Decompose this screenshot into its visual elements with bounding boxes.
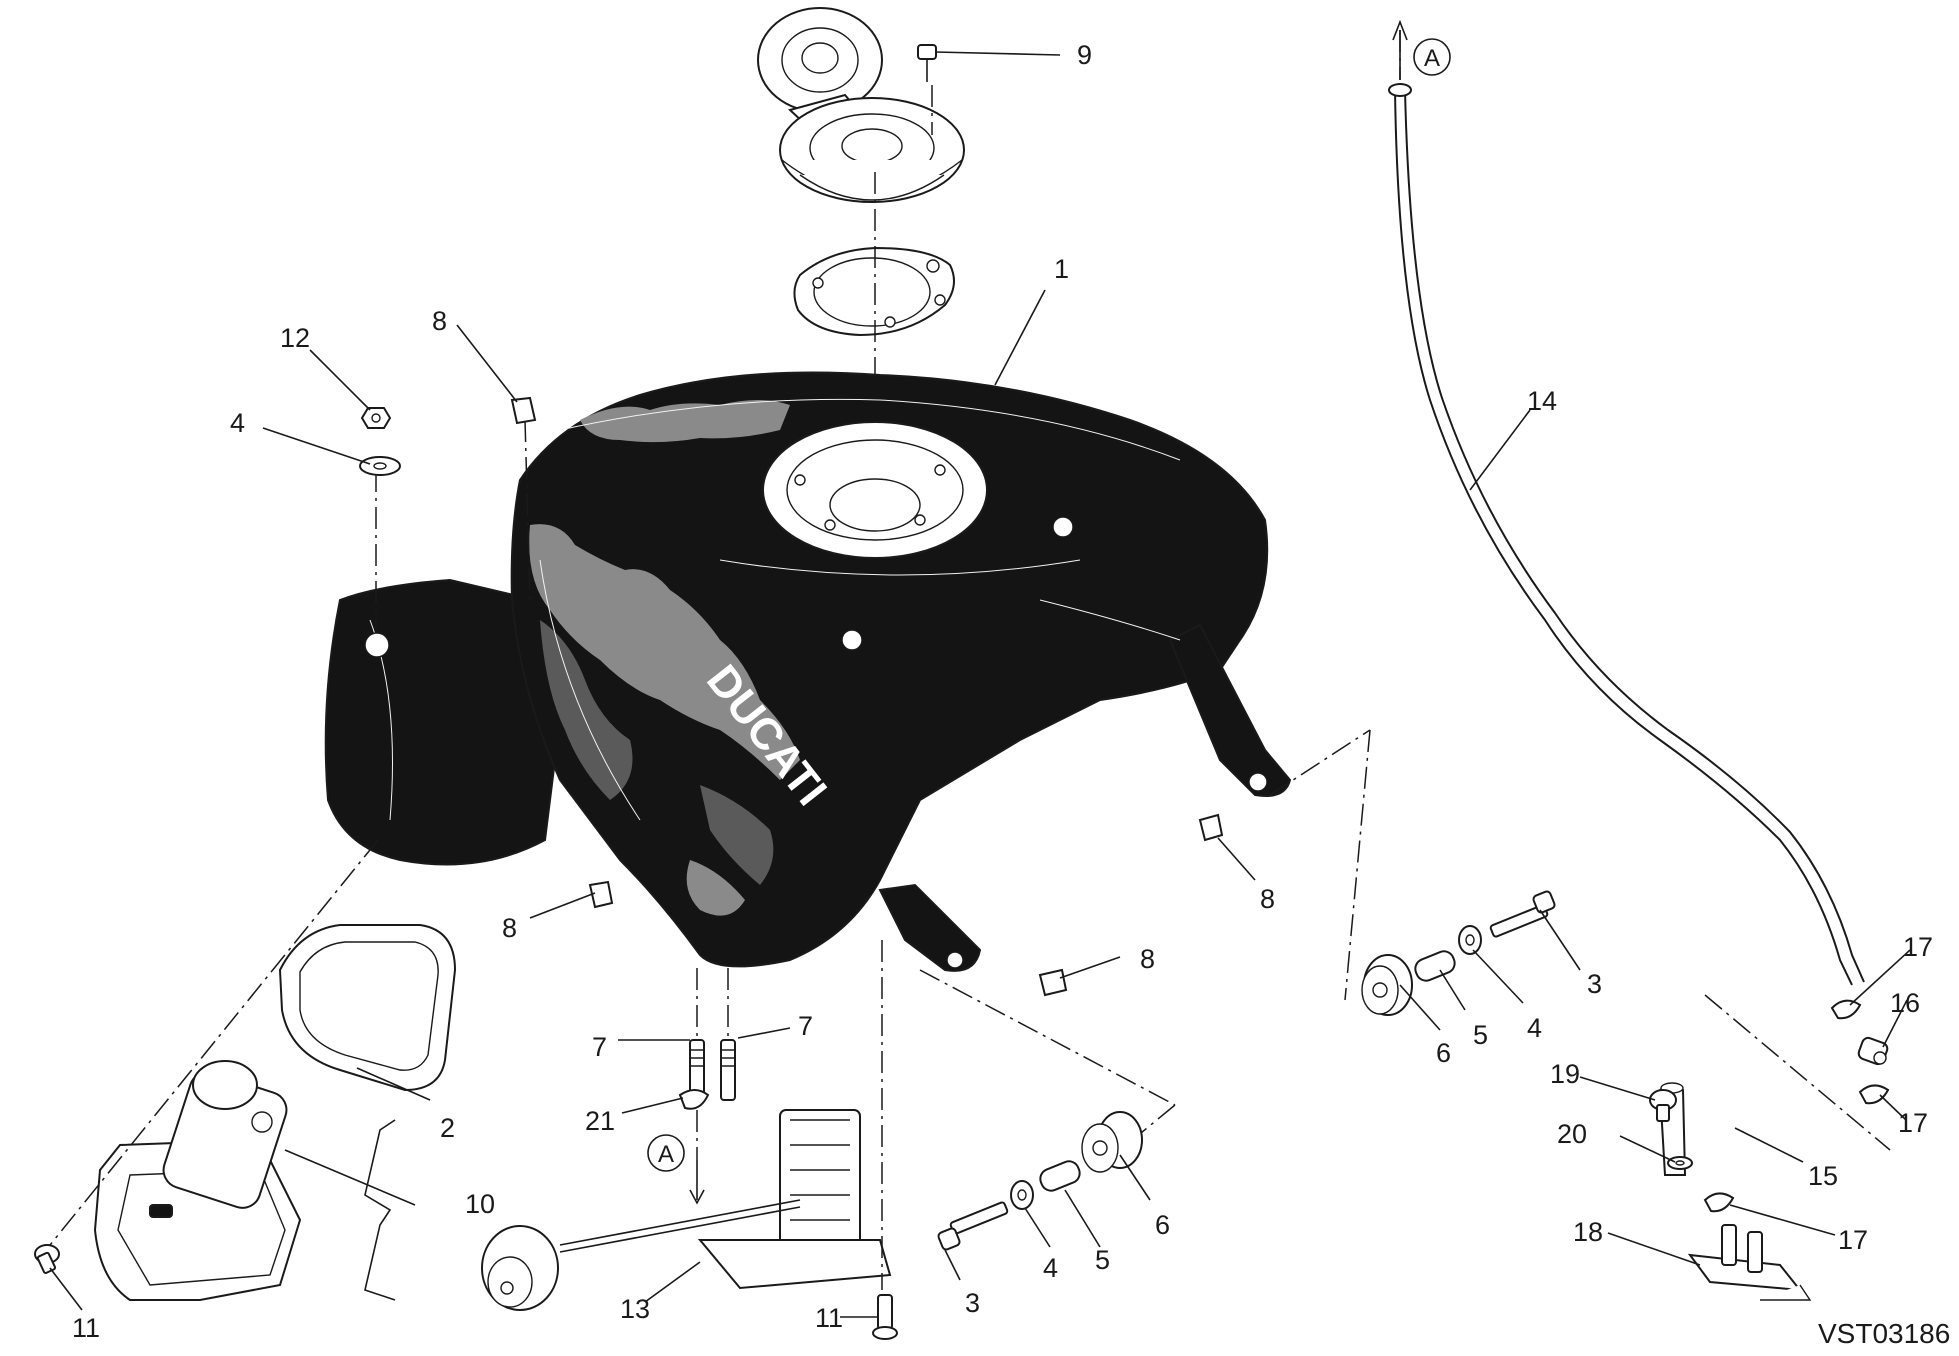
studs-7: [689, 1039, 736, 1101]
washer-4-top: [359, 456, 401, 476]
callout-11-lower: 11: [815, 1303, 843, 1333]
clip-8-top: [510, 396, 537, 425]
screw-11-lower: [872, 1294, 898, 1340]
breather-hose-14: [1388, 83, 1865, 986]
callout-8-bottom: 8: [1140, 944, 1155, 974]
nut-12: [360, 407, 392, 429]
drain-bracket-18: [1687, 1224, 1812, 1301]
callout-3-upper: 3: [1587, 969, 1602, 999]
callout-17-lower: 17: [1838, 1225, 1868, 1255]
screw-11-left: [34, 1244, 60, 1274]
callout-20: 20: [1557, 1119, 1587, 1149]
clamp-17-lower: [1703, 1192, 1735, 1213]
callout-8-top: 8: [432, 306, 447, 336]
pump-gasket: [278, 924, 457, 1092]
callout-6-upper: 6: [1436, 1038, 1451, 1068]
grommet-6-lower: [1081, 1111, 1143, 1173]
callout-19: 19: [1550, 1059, 1580, 1089]
pump-mount-line: [49, 839, 379, 1246]
callout-2: 2: [440, 1113, 455, 1143]
bolt-3-upper: [1489, 890, 1556, 938]
callout-8-right: 8: [1260, 884, 1275, 914]
callout-8-left: 8: [502, 913, 517, 943]
clip-8-left: [588, 880, 614, 909]
callout-4-top: 4: [230, 408, 245, 438]
callout-5-lower: 5: [1095, 1245, 1110, 1275]
washer-4-upper: [1458, 925, 1482, 955]
clip-21: [678, 1089, 710, 1110]
ref-a-label-lower: A: [658, 1141, 674, 1168]
clip-8-axis: [524, 419, 531, 601]
ref-a-circle-lower: [647, 1134, 685, 1172]
callout-1: 1: [1054, 254, 1069, 284]
leader-lines: [49, 51, 1911, 1318]
hose-15-axis-line: [1704, 994, 1891, 1151]
grommet-6-upper: [1361, 954, 1413, 1016]
fuel-level-sender: [481, 1109, 892, 1311]
washer-4-lower: [1010, 1180, 1034, 1210]
fuel-pump-assembly: [93, 1060, 302, 1301]
callout-7-right: 7: [798, 1011, 813, 1041]
fuel-tank-body: DUCATI: [324, 371, 1292, 972]
callout-14: 14: [1527, 386, 1557, 416]
bracket-mount-line-lower: [919, 969, 1176, 1106]
callout-13: 13: [620, 1294, 650, 1324]
screw-9: [917, 44, 937, 82]
bracket-mount-line-upper: [1269, 729, 1371, 796]
callout-18: 18: [1573, 1217, 1603, 1247]
callout-10: 10: [465, 1189, 495, 1219]
callout-12: 12: [280, 323, 310, 353]
fuel-cap-assembly: [757, 7, 965, 203]
callout-11-left: 11: [72, 1313, 100, 1343]
spacer-5-upper: [1414, 950, 1456, 982]
callout-5-upper: 5: [1473, 1020, 1488, 1050]
callout-17-right: 17: [1898, 1108, 1928, 1138]
ref-a-circle-upper: [1413, 38, 1451, 76]
clamp-17-right: [1858, 1084, 1890, 1105]
callout-9: 9: [1077, 40, 1092, 70]
clamp-17-upper: [1830, 999, 1862, 1020]
diagram-code: VST03186: [1818, 1318, 1950, 1349]
bolt-3-lower: [937, 1201, 1009, 1251]
callout-15: 15: [1808, 1161, 1838, 1191]
callout-3-lower: 3: [965, 1288, 980, 1318]
callout-6-lower: 6: [1155, 1210, 1170, 1240]
ref-a-arrow-lower: [689, 1160, 705, 1205]
bracket-mount-line-vertical: [1344, 729, 1371, 1001]
screw-19: [1649, 1089, 1677, 1122]
spacer-5-lower: [1039, 1160, 1081, 1192]
ref-a-label-upper: A: [1424, 45, 1440, 72]
clip-8-right: [1198, 813, 1224, 842]
callout-16: 16: [1890, 988, 1920, 1018]
callout-4-upper: 4: [1527, 1013, 1542, 1043]
callout-labels: 1 2 3 3 4 4 4 5 5 6 6 7 7 8 8 8 8 9 10 1…: [72, 40, 1933, 1343]
callout-4-lower: 4: [1043, 1253, 1058, 1283]
fitting-16: [1857, 1036, 1889, 1066]
callout-7-left: 7: [592, 1032, 607, 1062]
callout-21: 21: [585, 1106, 615, 1136]
callout-17-top: 17: [1903, 932, 1933, 962]
filler-gasket: [793, 246, 955, 337]
clip-8-bottom: [1038, 968, 1068, 997]
washer-20: [1667, 1156, 1693, 1170]
